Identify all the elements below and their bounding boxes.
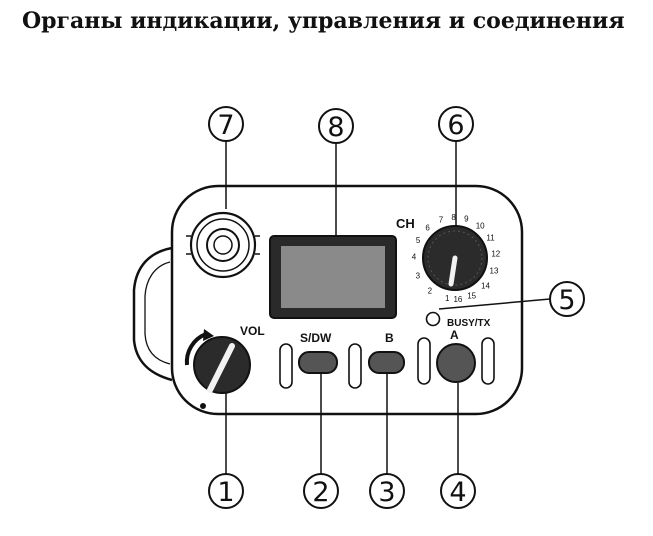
channel-tick-9: 9: [464, 215, 469, 224]
channel-tick-4: 4: [412, 253, 417, 262]
b-button[interactable]: [368, 351, 405, 374]
side-housing-inner-line: [144, 261, 171, 365]
channel-tick-3: 3: [416, 271, 421, 280]
channel-tick-6: 6: [425, 224, 430, 233]
sdw-button[interactable]: [298, 351, 338, 374]
sdw-button-slot-left: [279, 343, 293, 389]
lcd-display: [269, 235, 397, 319]
channel-tick-14: 14: [481, 281, 490, 290]
a-button-slot-right: [481, 337, 495, 385]
svg-text:8: 8: [327, 112, 344, 143]
channel-tick-16: 16: [453, 295, 462, 304]
b-button-label: B: [385, 331, 394, 345]
sdw-button-label: S/DW: [300, 331, 332, 345]
callout-leader-lines: [225, 141, 551, 474]
callout-3: 3: [369, 473, 405, 509]
callout-2: 2: [303, 473, 339, 509]
channel-tick-2: 2: [428, 286, 433, 295]
sdw-button-slot-right: [348, 343, 362, 389]
busy-tx-led: [425, 311, 441, 327]
callout-5: 5: [549, 281, 585, 317]
channel-tick-10: 10: [476, 222, 485, 231]
connector-jack: [186, 211, 260, 279]
svg-text:3: 3: [378, 477, 395, 508]
a-button[interactable]: [436, 343, 476, 383]
channel-knob[interactable]: [422, 225, 488, 291]
page-title: Органы индикации, управления и соединени…: [22, 8, 625, 34]
callout-6: 6: [438, 106, 474, 142]
a-button-slot-left: [417, 337, 431, 385]
callout-8: 8: [318, 108, 354, 144]
side-housing-outline: [132, 246, 173, 382]
volume-label: VOL: [240, 324, 265, 338]
svg-text:4: 4: [449, 477, 466, 508]
channel-tick-15: 15: [467, 292, 476, 301]
channel-tick-5: 5: [416, 236, 421, 245]
volume-knob[interactable]: [184, 329, 251, 409]
busy-tx-label: BUSY/TX: [447, 318, 491, 329]
svg-text:5: 5: [558, 285, 575, 316]
svg-text:1: 1: [217, 477, 234, 508]
channel-tick-12: 12: [491, 250, 500, 259]
callout-4: 4: [440, 473, 476, 509]
svg-text:7: 7: [217, 110, 234, 141]
callout-7: 7: [208, 106, 244, 142]
svg-text:6: 6: [447, 110, 464, 141]
a-button-label: A: [450, 328, 459, 342]
channel-tick-11: 11: [486, 234, 495, 243]
channel-label: CH: [396, 216, 415, 231]
channel-tick-8: 8: [451, 213, 456, 222]
channel-tick-1: 1: [445, 294, 450, 303]
svg-text:2: 2: [312, 477, 329, 508]
channel-tick-7: 7: [439, 216, 444, 225]
channel-tick-13: 13: [490, 267, 499, 276]
callout-1: 1: [208, 473, 244, 509]
